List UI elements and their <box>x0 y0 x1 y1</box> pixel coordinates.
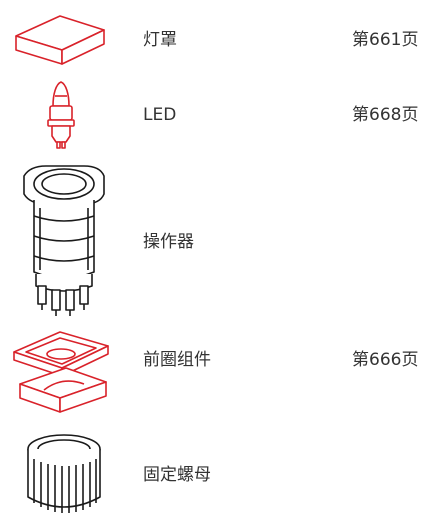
led-bulb-icon <box>0 76 130 156</box>
part-row-operator: 操作器 <box>0 160 444 335</box>
fixing-nut-icon <box>0 425 130 525</box>
part-name: 操作器 <box>143 232 194 252</box>
catalog-page-ref: 第668页 <box>352 105 419 125</box>
catalog-page-ref: 第661页 <box>352 30 419 50</box>
part-name: LED <box>143 105 177 125</box>
part-name: 灯罩 <box>143 30 177 50</box>
part-row-lamp-cover: 灯罩 第661页 <box>0 0 444 70</box>
part-name: 固定螺母 <box>143 465 211 485</box>
part-row-bezel-assembly: 前圈组件 第666页 <box>0 318 444 420</box>
part-row-led: LED 第668页 <box>0 76 444 156</box>
catalog-page-ref: 第666页 <box>352 350 419 370</box>
bezel-assembly-icon <box>0 318 130 420</box>
operator-body-icon <box>0 160 130 335</box>
part-name: 前圈组件 <box>143 350 211 370</box>
lamp-cover-icon <box>0 0 130 70</box>
part-row-fixing-nut: 固定螺母 <box>0 425 444 525</box>
